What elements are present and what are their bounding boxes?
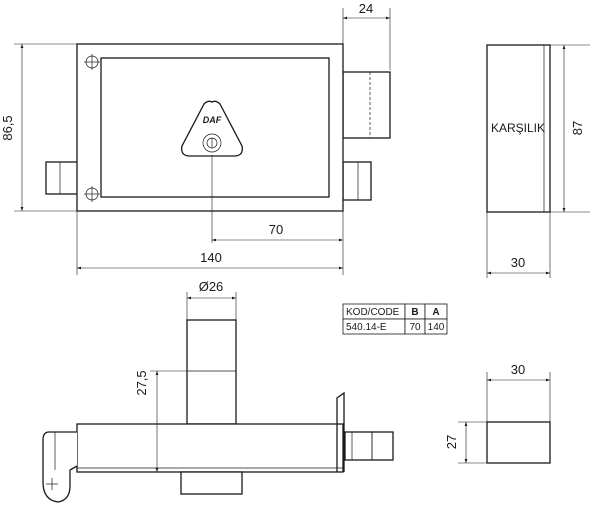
- strike-plate: [486, 44, 551, 213]
- lock-side-view: [42, 319, 394, 503]
- dimension-30-bottom: 30: [486, 362, 551, 422]
- table-cell-b: 70: [409, 322, 421, 333]
- key-cylinder-icon: [202, 133, 222, 153]
- table-header-code: KOD/CODE: [346, 307, 400, 318]
- right-bracket: [336, 391, 345, 472]
- dimension-87: 87: [550, 44, 590, 213]
- dimension-24: 24: [342, 1, 391, 70]
- screw-hole-icon: [46, 478, 58, 490]
- dimension-70: 70: [212, 211, 344, 275]
- lock-body-side: [76, 423, 344, 473]
- cylinder: [186, 319, 237, 425]
- strike-plate-view: KARŞILIK: [486, 44, 551, 213]
- dimension-26: Ø26: [186, 279, 237, 320]
- table-cell-code: 540.14-E: [346, 322, 387, 333]
- screw-hole-icon: [84, 54, 100, 70]
- dim-text-30-bottom: 30: [511, 362, 525, 377]
- dimension-27: 27: [444, 421, 487, 464]
- dim-text-26: Ø26: [199, 279, 224, 294]
- latch-bolt-lower: [342, 161, 372, 201]
- dim-text-27: 27: [444, 435, 459, 449]
- screw-hole-icon: [84, 186, 100, 202]
- brand-logo: DAF: [203, 115, 222, 125]
- dim-text-30-top: 30: [511, 255, 525, 270]
- code-table: KOD/CODE B A 540.14-E 70 140: [342, 303, 448, 335]
- bolt-end-view: [486, 421, 551, 464]
- dim-text-87: 87: [570, 121, 585, 135]
- table-header-b: B: [411, 307, 418, 318]
- strike-plate-label: KARŞILIK: [491, 121, 545, 135]
- dim-text-27-5: 27,5: [134, 370, 149, 395]
- left-bolt: [45, 161, 79, 195]
- bottom-knob: [180, 471, 243, 495]
- dimension-140: 140: [76, 211, 343, 275]
- dim-text-86-5: 86,5: [0, 115, 15, 140]
- dim-text-24: 24: [359, 1, 373, 16]
- dimension-30-top: 30: [486, 212, 551, 278]
- dim-text-140: 140: [200, 250, 222, 265]
- dim-text-70: 70: [269, 222, 283, 237]
- latch-bolt-upper: [342, 71, 391, 139]
- table-header-a: A: [432, 307, 439, 318]
- table-cell-a: 140: [428, 322, 445, 333]
- dimension-27-5: 27,5: [134, 370, 187, 472]
- dimension-86-5: 86,5: [0, 43, 77, 212]
- lock-body-inner: [100, 57, 330, 198]
- bolt-end: [486, 421, 551, 464]
- left-hook-latch: [42, 431, 78, 503]
- lock-front-view: DAF: [45, 43, 391, 243]
